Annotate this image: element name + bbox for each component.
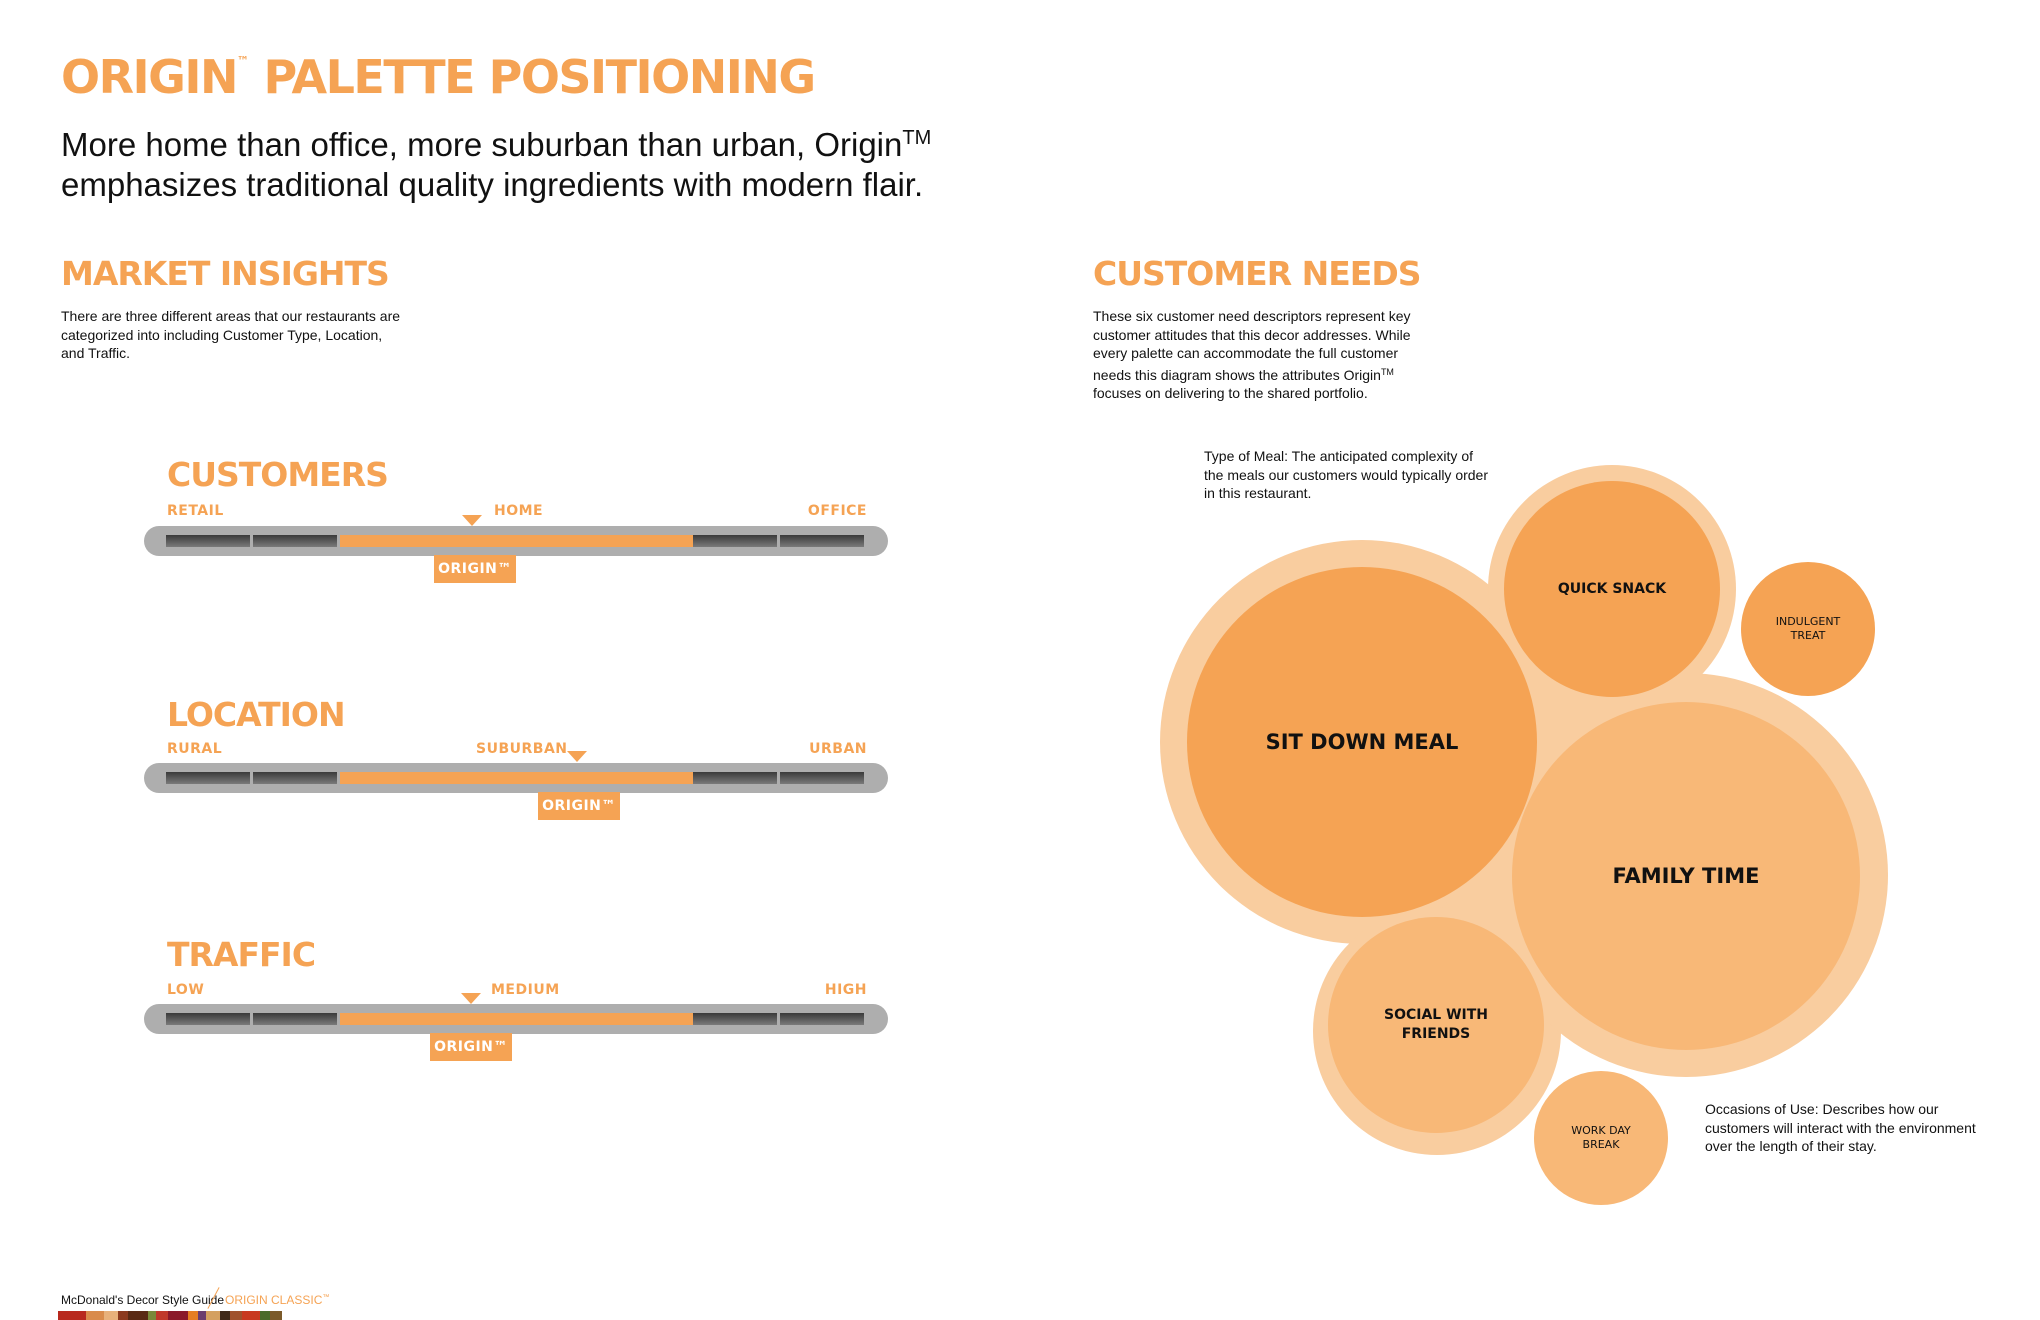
family-time-bubble: FAMILY TIME (1512, 702, 1860, 1050)
quick-snack-label: QUICK SNACK (1557, 581, 1667, 597)
customers-title: CUSTOMERS (167, 455, 389, 494)
color-swatch (220, 1311, 230, 1320)
social-label-2: FRIENDS (1401, 1026, 1471, 1042)
traffic-left-label: LOW (167, 982, 205, 998)
color-swatch (156, 1311, 168, 1320)
location-title: LOCATION (167, 695, 346, 734)
color-swatch (242, 1311, 260, 1320)
track-segment (780, 772, 864, 784)
subtitle-tm: TM (902, 127, 932, 149)
track-highlight (340, 1013, 693, 1025)
work-day-label-1: WORK DAY (1571, 1124, 1631, 1137)
customer-needs-body-part1: These six customer need descriptors repr… (1093, 308, 1411, 383)
track-segment (253, 535, 337, 547)
traffic-title: TRAFFIC (167, 935, 316, 974)
color-swatch (118, 1311, 128, 1320)
track-segment (693, 772, 777, 784)
page-subtitle: More home than office, more suburban tha… (61, 118, 961, 205)
quick-snack-bubble: QUICK SNACK (1504, 481, 1720, 697)
customers-origin-tag: ORIGIN™ (434, 555, 516, 583)
footer-edition-tm: ™ (322, 1294, 330, 1301)
track-highlight (340, 772, 693, 784)
location-position-marker (567, 751, 587, 762)
color-swatch (206, 1311, 220, 1320)
customer-needs-title: CUSTOMER NEEDS (1093, 254, 1421, 293)
page-title-main: ORIGIN (61, 50, 239, 104)
market-insights-title: MARKET INSIGHTS (61, 254, 390, 293)
customers-mid-label: HOME (494, 503, 544, 519)
customer-needs-body: These six customer need descriptors repr… (1093, 307, 1418, 403)
footer-guide-name: McDonald's Decor Style Guide (61, 1293, 225, 1307)
sit-down-meal-bubble: SIT DOWN MEAL (1187, 567, 1537, 917)
color-swatch (58, 1311, 86, 1320)
traffic-mid-label: MEDIUM (491, 982, 560, 998)
indulgent-treat-label-1: INDULGENT (1775, 615, 1841, 628)
subtitle-line1: More home than office, more suburban tha… (61, 126, 903, 163)
color-swatch (270, 1311, 282, 1320)
color-swatch (188, 1311, 198, 1320)
color-swatch (230, 1311, 242, 1320)
color-swatch (128, 1311, 148, 1320)
color-swatch (86, 1311, 104, 1320)
traffic-position-marker (461, 993, 481, 1004)
work-day-label-2: BREAK (1582, 1138, 1620, 1151)
social-label-1: SOCIAL WITH (1383, 1007, 1488, 1023)
location-origin-tag: ORIGIN™ (538, 792, 620, 820)
track-segment (693, 1013, 777, 1025)
type-of-meal-note: Type of Meal: The anticipated complexity… (1204, 448, 1489, 502)
traffic-origin-tag: ORIGIN™ (430, 1033, 512, 1061)
color-swatch (260, 1311, 270, 1320)
color-swatch (198, 1311, 206, 1320)
track-segment (693, 535, 777, 547)
traffic-track (144, 1004, 888, 1034)
sit-down-meal-label: SIT DOWN MEAL (1265, 730, 1459, 754)
footer-edition-name: ORIGIN CLASSIC (225, 1293, 323, 1307)
track-highlight (340, 535, 693, 547)
page-title: ORIGIN™ PALETTE POSITIONING (61, 50, 817, 104)
color-swatch (168, 1311, 188, 1320)
customer-needs-body-tm: TM (1380, 366, 1394, 377)
social-with-friends-bubble: SOCIAL WITH FRIENDS (1328, 917, 1544, 1133)
track-segment (253, 1013, 337, 1025)
customer-needs-body-part2: focuses on delivering to the shared port… (1093, 385, 1368, 402)
family-time-label: FAMILY TIME (1612, 864, 1760, 888)
indulgent-treat-bubble: INDULGENT TREAT (1741, 562, 1875, 696)
color-swatch (104, 1311, 118, 1320)
indulgent-treat-label-2: TREAT (1790, 629, 1826, 642)
customers-left-label: RETAIL (167, 503, 224, 519)
occasions-note: Occasions of Use: Describes how our cust… (1705, 1101, 1976, 1155)
customers-position-marker (462, 515, 482, 526)
work-day-break-bubble: WORK DAY BREAK (1534, 1071, 1668, 1205)
customers-track (144, 526, 888, 556)
track-segment (166, 772, 250, 784)
traffic-right-label: HIGH (824, 982, 867, 998)
track-segment (253, 772, 337, 784)
footer-color-swatches (58, 1311, 282, 1320)
color-swatch (148, 1311, 156, 1320)
footer-edition: ORIGIN CLASSIC™ (225, 1293, 329, 1307)
track-segment (166, 1013, 250, 1025)
location-right-label: URBAN (809, 741, 867, 757)
location-mid-label: SUBURBAN (476, 741, 568, 757)
subtitle-line2: emphasizes traditional quality ingredien… (61, 166, 924, 203)
track-segment (780, 535, 864, 547)
market-insights-body: There are three different areas that our… (61, 308, 401, 362)
location-left-label: RURAL (167, 741, 223, 757)
track-segment (780, 1013, 864, 1025)
page-title-tm: ™ (237, 54, 250, 68)
location-track (144, 763, 888, 793)
page-title-rest: PALETTE POSITIONING (249, 50, 817, 104)
track-segment (166, 535, 250, 547)
customers-right-label: OFFICE (807, 503, 867, 519)
